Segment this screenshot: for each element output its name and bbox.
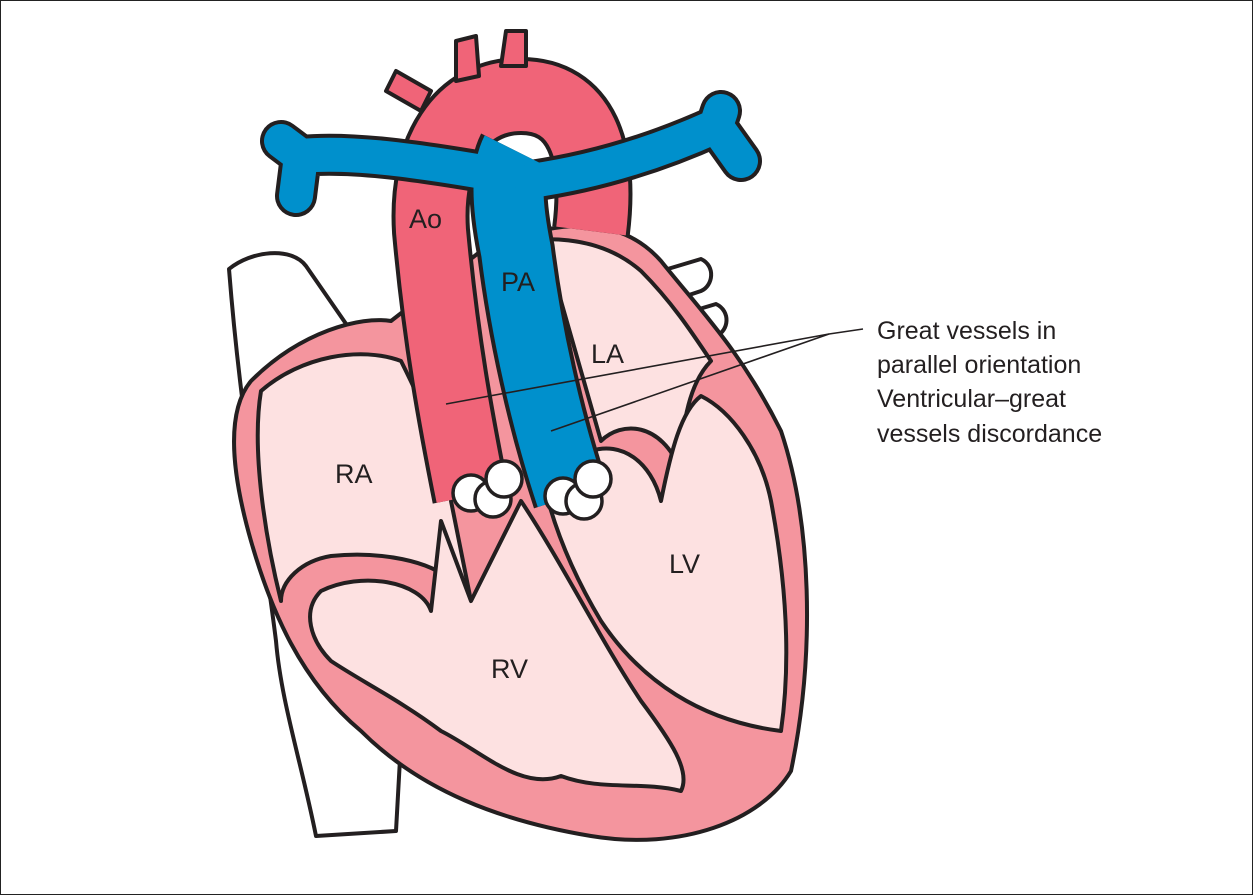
label-ra: RA [335,459,373,489]
label-ao: Ao [409,204,442,234]
pulmonary-valve [573,459,613,499]
label-la: LA [591,339,624,369]
aortic-branch [384,69,433,113]
caption-line: vessels discordance [877,420,1102,448]
caption-line: Ventricular–great [877,385,1066,413]
right-ventricle [308,499,686,793]
label-rv: RV [491,654,528,684]
caption-line: parallel orientation [877,351,1081,379]
label-pa: PA [501,267,535,297]
aortic-branch [499,29,528,68]
pa-branch-right-fill [514,94,758,198]
aortic-valve [484,459,524,499]
pointer-line [550,333,830,432]
left-atrium [479,237,713,473]
aortic-branch [454,34,481,83]
aorta [395,60,629,503]
caption-line: Great vessels in [877,317,1056,345]
label-lv: LV [669,549,700,579]
pa-branch-left-fill [264,124,523,213]
